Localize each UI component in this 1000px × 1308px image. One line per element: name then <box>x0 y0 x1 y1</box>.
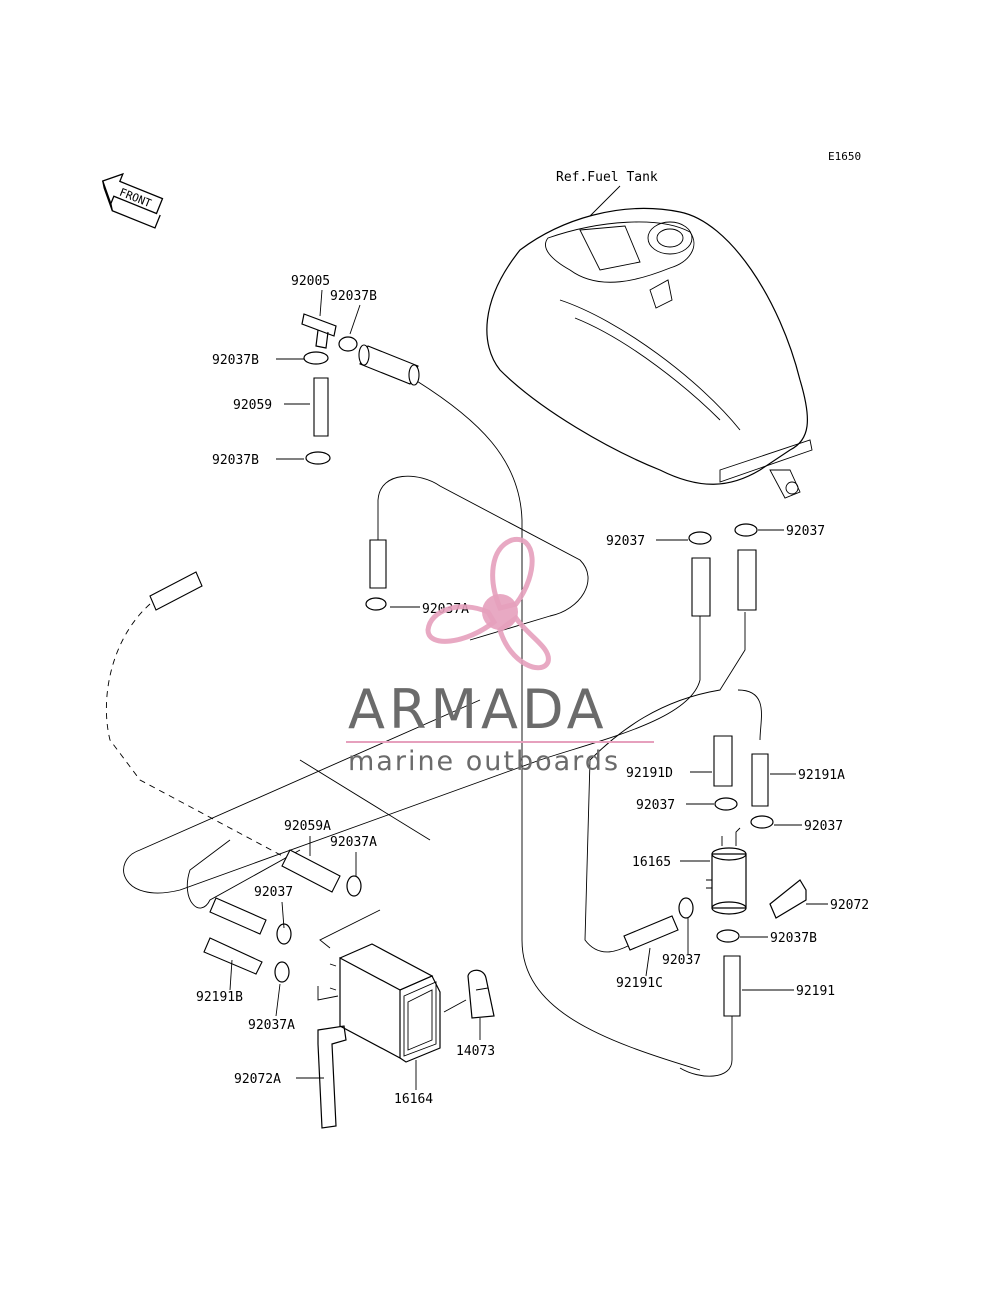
diagram-code: E1650 <box>828 150 861 163</box>
label-92059: 92059 <box>233 398 272 413</box>
label-16164: 16164 <box>394 1092 433 1107</box>
label-92037a-can2: 92037A <box>248 1018 295 1033</box>
fuel-tank: Ref.Fuel Tank <box>486 170 813 499</box>
tank-ref-label: Ref.Fuel Tank <box>556 170 658 185</box>
label-92072a: 92072A <box>234 1072 281 1087</box>
top-fitting-group: 92005 92037B 92037B 92059 92037B <box>212 274 420 468</box>
fuel-filter-group: 92191D 92191A 92037 92037 16165 92072 92… <box>616 735 869 1017</box>
label-92072: 92072 <box>830 898 869 913</box>
label-92037b-1: 92037B <box>212 353 259 368</box>
watermark-tagline: marine outboards <box>348 746 620 777</box>
label-92059a: 92059A <box>284 819 331 834</box>
label-92191b: 92191B <box>196 990 243 1005</box>
label-92037-filter-left: 92037 <box>636 798 675 813</box>
label-92037b-filter: 92037B <box>770 931 817 946</box>
label-14073: 14073 <box>456 1044 495 1059</box>
propeller-logo-icon <box>425 536 551 671</box>
label-16165: 16165 <box>632 855 671 870</box>
canister-group: 92059A 92037A 92037 92191B 92037A 16164 … <box>196 819 495 1129</box>
watermark-brand: ARMADA <box>348 678 608 741</box>
label-92037-can: 92037 <box>254 885 293 900</box>
label-92037b-2: 92037B <box>212 453 259 468</box>
label-92037b-top: 92037B <box>330 289 377 304</box>
label-92005: 92005 <box>291 274 330 289</box>
armada-watermark: ARMADA marine outboards <box>346 536 654 777</box>
middle-hoses: 92037A <box>149 539 469 617</box>
label-92037-filter-bottom: 92037 <box>662 953 701 968</box>
label-92037a-can: 92037A <box>330 835 377 850</box>
tank-outlet-hoses: 92037 92037 <box>606 523 825 617</box>
label-92191: 92191 <box>796 984 835 999</box>
label-92037-filter-right: 92037 <box>804 819 843 834</box>
hose-routing <box>105 377 762 1077</box>
label-92037-tank-left: 92037 <box>606 534 645 549</box>
label-92191d: 92191D <box>626 766 673 781</box>
label-92191a: 92191A <box>798 768 845 783</box>
label-92191c: 92191C <box>616 976 663 991</box>
label-92037-tank-right: 92037 <box>786 524 825 539</box>
front-arrow-icon: FRONT <box>101 172 164 229</box>
